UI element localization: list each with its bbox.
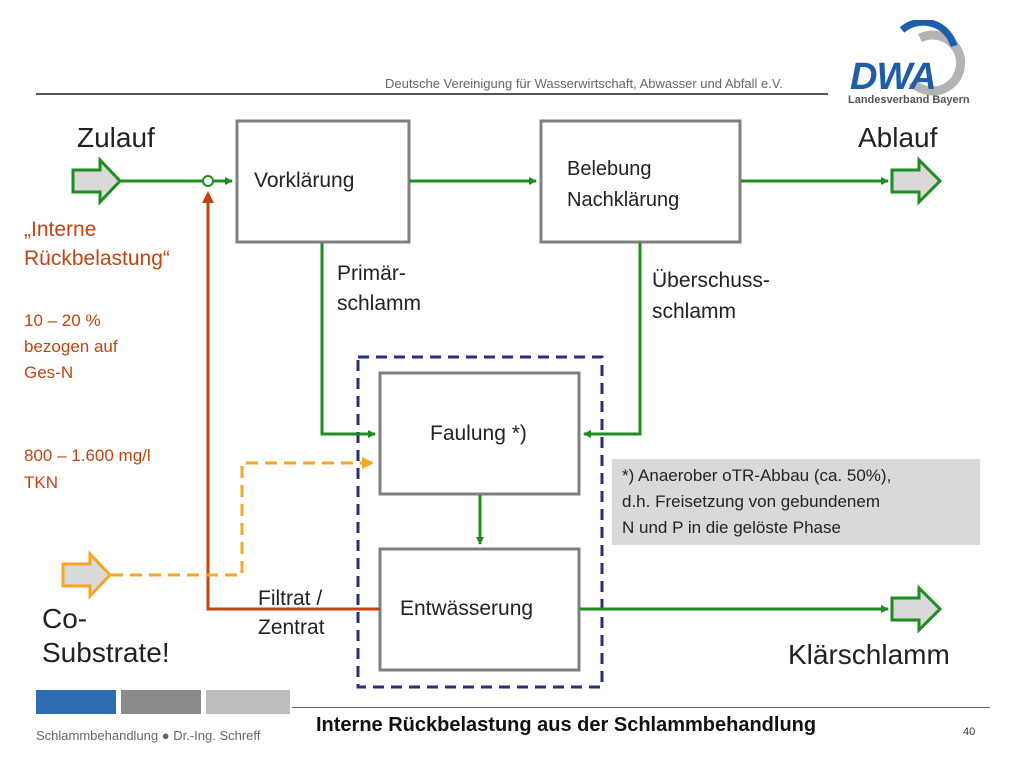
primary-clarification-label: Vorklärung xyxy=(254,169,355,192)
sewage-sludge-arrow-icon xyxy=(890,584,943,634)
dewatering-label: Entwässerung xyxy=(400,597,534,620)
concentration-label-1: 800 – 1.600 mg/l xyxy=(24,446,151,465)
footnote-line-1: *) Anaerober oTR-Abbau (ca. 50%), xyxy=(622,466,892,485)
junction-node xyxy=(202,175,214,187)
page-number: 40 xyxy=(963,726,976,738)
activated-sludge-label-1: Belebung xyxy=(567,158,652,180)
digestion-label: Faulung *) xyxy=(430,422,527,445)
logo-subtitle: Landesverband Bayern xyxy=(848,94,970,106)
activated-sludge-box xyxy=(539,119,742,244)
primary-sludge-line xyxy=(320,243,376,438)
co-substrate-arrow-icon xyxy=(61,550,113,600)
concentration-label-2: TKN xyxy=(24,473,58,492)
co-substrate-label-1: Co- xyxy=(42,603,88,634)
footer-bar-blue xyxy=(36,690,116,714)
filtrate-label-1: Filtrat / xyxy=(258,587,323,610)
dewatering-box xyxy=(378,547,581,672)
logo-arc-gray xyxy=(908,30,966,96)
outflow-label: Ablauf xyxy=(858,122,938,153)
header-divider xyxy=(36,93,828,95)
slide-title: Interne Rückbelastung aus der Schlammbeh… xyxy=(316,714,817,736)
footer-bar-gray-light xyxy=(206,690,290,714)
logo-arc-blue xyxy=(899,20,958,48)
primary-clarification-box xyxy=(235,119,411,244)
footer-divider xyxy=(292,707,990,708)
internal-load-label-2: Rückbelastung“ xyxy=(24,247,170,270)
filtrate-label-2: Zentrat xyxy=(258,616,325,639)
co-substrate-label-2: Substrate! xyxy=(42,637,170,668)
outflow-arrow-icon xyxy=(890,156,943,206)
excess-sludge-label-2: schlamm xyxy=(652,300,737,323)
percent-label-1: 10 – 20 % xyxy=(24,311,101,330)
footnote-line-2: d.h. Freisetzung von gebundenem xyxy=(622,492,881,511)
primary-sludge-label-2: schlamm xyxy=(337,292,422,315)
excess-sludge-line xyxy=(583,243,642,438)
logo-wordmark: DWA xyxy=(850,56,937,98)
activated-sludge-label-2: Nachklärung xyxy=(567,189,680,211)
co-substrate-line xyxy=(111,457,374,577)
primary-sludge-label-1: Primär- xyxy=(337,262,406,285)
excess-sludge-label-1: Überschuss- xyxy=(652,269,770,292)
filtrate-return-line xyxy=(202,191,380,611)
footer-author: Schlammbehandlung ● Dr.-Ing. Schreff xyxy=(36,728,261,743)
inflow-arrow-icon xyxy=(71,156,123,206)
percent-label-2: bezogen auf xyxy=(24,337,118,356)
dwa-logo xyxy=(899,20,966,96)
footer-bar-gray-dark xyxy=(121,690,201,714)
internal-load-label-1: „Interne xyxy=(24,218,97,241)
digestion-footnote: *) Anaerober oTR-Abbau (ca. 50%), d.h. F… xyxy=(612,459,980,545)
digestion-box xyxy=(378,371,581,496)
sludge-treatment-frame xyxy=(356,355,604,689)
organization-name: Deutsche Vereinigung für Wasserwirtschaf… xyxy=(385,76,783,91)
inflow-label: Zulauf xyxy=(77,122,155,153)
percent-label-3: Ges-N xyxy=(24,363,74,382)
sewage-sludge-label: Klärschlamm xyxy=(788,639,950,670)
footnote-line-3: N und P in die gelöste Phase xyxy=(622,518,841,537)
